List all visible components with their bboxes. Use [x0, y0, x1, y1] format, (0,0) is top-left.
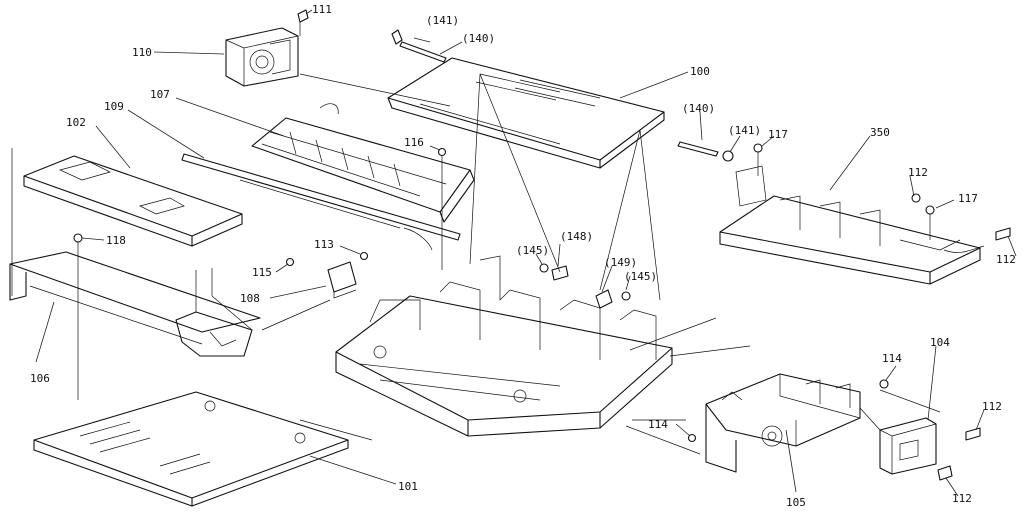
part-141-clip-right	[722, 150, 734, 162]
part-113-screw	[359, 251, 369, 261]
part-117-screw-a	[753, 143, 763, 176]
label-110: 110	[132, 46, 152, 59]
part-107-feed-assembly	[251, 103, 475, 251]
part-112-screw-a	[911, 193, 921, 203]
part-112-screw-b	[995, 227, 1011, 241]
label-112-a: 112	[908, 166, 928, 179]
part-350-assembly	[719, 165, 985, 285]
label-148: (148)	[560, 230, 593, 243]
part-109-shaft	[181, 153, 461, 241]
part-141-clip-top	[391, 29, 403, 45]
assembly-guide-lines	[195, 73, 941, 455]
part-140-pin-right	[677, 141, 719, 157]
label-145-a: (145)	[516, 244, 549, 257]
label-113: 113	[314, 238, 334, 251]
label-105: 105	[786, 496, 806, 509]
part-100-top-cover	[387, 57, 665, 169]
label-140-top: (140)	[462, 32, 495, 45]
center-chassis	[335, 255, 673, 437]
part-101-tray	[33, 391, 349, 507]
part-114-screw-b	[879, 379, 889, 389]
label-109: 109	[104, 100, 124, 113]
label-117-b: 117	[958, 192, 978, 205]
label-112-b: 112	[996, 253, 1016, 266]
part-149-145-parts	[595, 289, 631, 309]
part-104-bracket	[879, 417, 937, 475]
part-108-bracket	[327, 261, 357, 299]
part-114-screw-a	[687, 433, 697, 443]
part-106-frame	[9, 251, 261, 357]
part-110-motor	[225, 27, 299, 87]
label-149: (149)	[604, 256, 637, 269]
label-108: 108	[240, 292, 260, 305]
part-112-screw-d	[937, 465, 953, 481]
label-104: 104	[930, 336, 950, 349]
label-116: 116	[404, 136, 424, 149]
label-101: 101	[398, 480, 418, 493]
label-118: 118	[106, 234, 126, 247]
part-118-screw	[73, 233, 83, 400]
label-112-d: 112	[952, 492, 972, 505]
label-141-top: (141)	[426, 14, 459, 27]
label-111: 111	[312, 3, 332, 16]
label-106: 106	[30, 372, 50, 385]
part-116-screw	[437, 147, 447, 270]
label-141-right: (141)	[728, 124, 761, 137]
part-115-screw	[285, 257, 295, 267]
part-102-panel	[23, 155, 243, 247]
part-labels: 111 110 100 (141) (140) 107 109 102 116 …	[30, 3, 1016, 509]
label-112-c: 112	[982, 400, 1002, 413]
part-105-mechanism	[705, 373, 861, 473]
part-117-screw-b	[925, 205, 935, 240]
part-140-pin-top	[399, 41, 447, 63]
part-145-148-parts	[539, 263, 569, 281]
label-100: 100	[690, 65, 710, 78]
leader-lines	[35, 9, 1017, 497]
label-115: 115	[252, 266, 272, 279]
part-111-screw	[297, 9, 309, 36]
label-350: 350	[870, 126, 890, 139]
part-112-screw-c	[965, 427, 981, 441]
label-114-a: 114	[648, 418, 668, 431]
label-107: 107	[150, 88, 170, 101]
label-145-b: (145)	[624, 270, 657, 283]
label-114-b: 114	[882, 352, 902, 365]
label-117-a: 117	[768, 128, 788, 141]
label-140-right: (140)	[682, 102, 715, 115]
label-102: 102	[66, 116, 86, 129]
